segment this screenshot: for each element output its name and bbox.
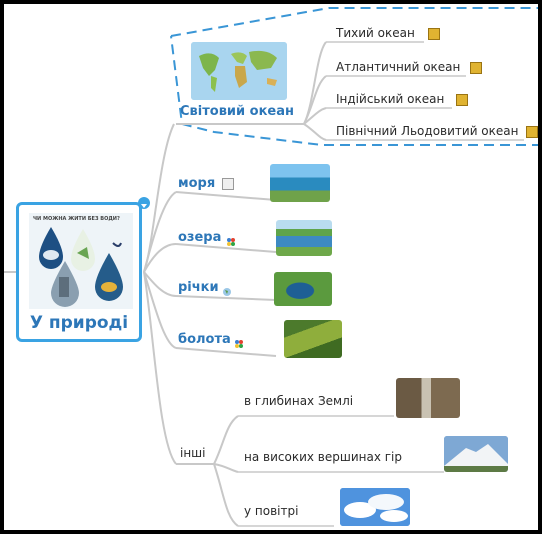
flower-icon: [234, 334, 244, 348]
rivers-image: [274, 272, 332, 306]
note-icon: [456, 94, 468, 106]
mountain-image: [444, 436, 508, 472]
flower-icon: [226, 232, 236, 246]
underground-image: [396, 378, 460, 418]
lakes-image: [276, 220, 332, 256]
root-poster: ЧИ МОЖНА ЖИТИ БЕЗ ВОДИ?: [29, 213, 133, 309]
ocean-item-0[interactable]: Тихий океан: [336, 26, 415, 40]
chevron-down-icon: [141, 204, 147, 208]
root-title: У природі: [29, 313, 129, 333]
world-ocean-label[interactable]: Світовий океан: [180, 104, 294, 119]
seas-image: [270, 164, 330, 202]
others-item-0[interactable]: в глибинах Землі: [244, 394, 354, 408]
root-node[interactable]: ЧИ МОЖНА ЖИТИ БЕЗ ВОДИ? У природі: [16, 202, 142, 342]
swamps-image: [284, 320, 342, 358]
note-icon: [470, 62, 482, 74]
note-icon: [428, 28, 440, 40]
calendar-icon: [222, 178, 234, 190]
connector-lines: [4, 7, 538, 527]
poster-caption: ЧИ МОЖНА ЖИТИ БЕЗ ВОДИ?: [33, 216, 120, 222]
branch-rivers[interactable]: річки: [178, 280, 219, 295]
branch-lakes[interactable]: озера: [178, 230, 222, 245]
branch-swamps[interactable]: болота: [178, 332, 231, 347]
collapse-toggle[interactable]: [138, 197, 150, 209]
note-icon: [526, 126, 538, 138]
others-item-1[interactable]: на високих вершинах гір: [244, 450, 403, 464]
world-map-image: [191, 42, 287, 100]
branch-seas[interactable]: моря: [178, 176, 216, 191]
mind-map-canvas: ЧИ МОЖНА ЖИТИ БЕЗ ВОДИ? У природі: [4, 4, 538, 530]
ocean-item-3[interactable]: Північний Льодовитий океан: [336, 124, 519, 138]
branch-others[interactable]: інші: [180, 446, 206, 460]
clouds-image: [340, 488, 410, 526]
ocean-item-1[interactable]: Атлантичний океан: [336, 60, 461, 74]
others-item-2[interactable]: у повітрі: [244, 504, 299, 518]
world-ocean-boundary: [170, 7, 538, 146]
ocean-item-2[interactable]: Індійський океан: [336, 92, 445, 106]
water-drops-image: [39, 227, 123, 307]
globe-icon: [222, 282, 232, 296]
